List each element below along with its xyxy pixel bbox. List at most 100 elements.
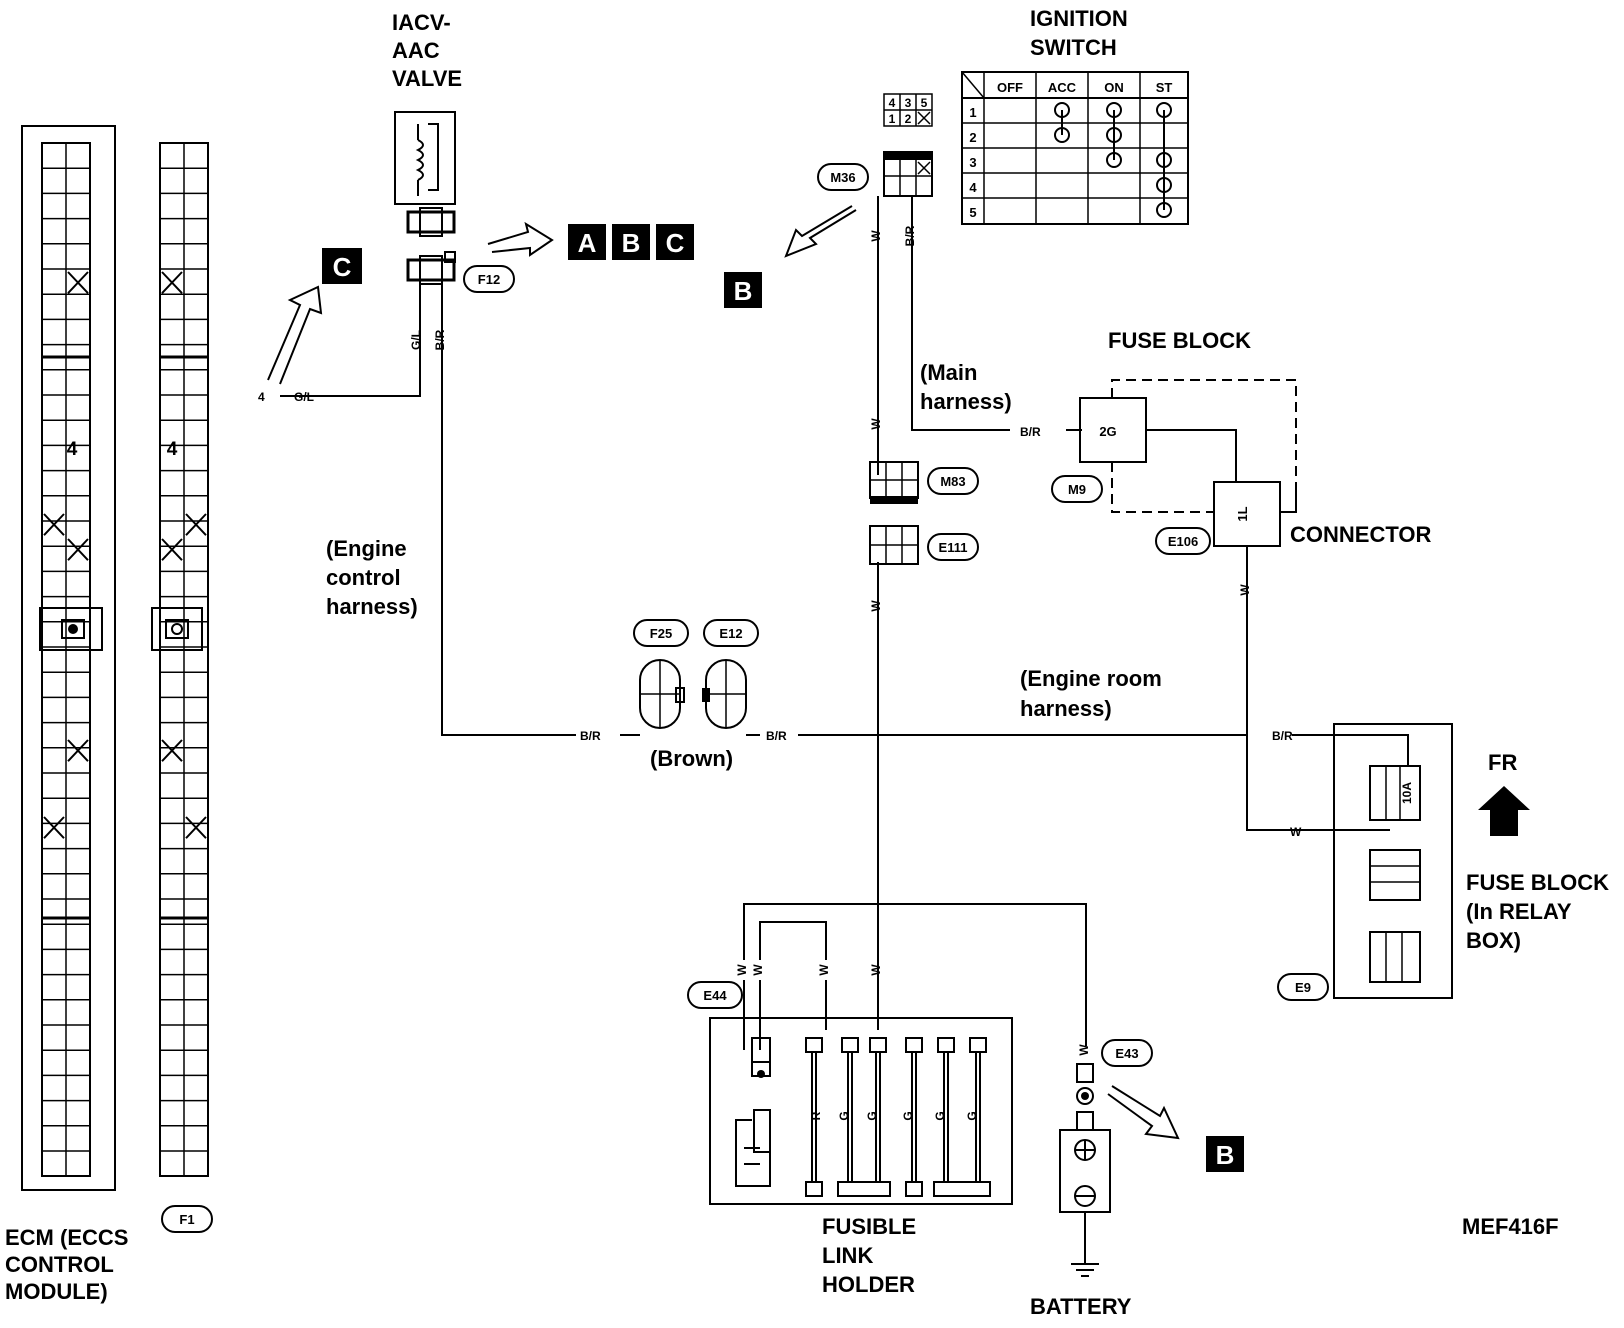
e9-tag: E9 xyxy=(1295,980,1311,995)
fusible-link-g2 xyxy=(869,1037,887,1183)
iacv-label-line2: AAC xyxy=(392,38,440,63)
iacv-br-label: B/R xyxy=(433,329,447,350)
engine-room-harness-line2: harness) xyxy=(1020,696,1112,721)
e12-br-label: B/R xyxy=(766,729,787,743)
ecm-gl-label: G/L xyxy=(294,390,314,404)
relay-fuse-block-line1: FUSE BLOCK xyxy=(1466,870,1609,895)
f12-tag: F12 xyxy=(478,272,500,287)
figure-code: MEF416F xyxy=(1462,1214,1559,1239)
f25-e12-connectors: F25 E12 (Brown) B/R B/R (Engine room har… xyxy=(620,619,1409,771)
brown-label: (Brown) xyxy=(650,746,733,771)
ref-c: C xyxy=(666,228,685,258)
e44-tag: E44 xyxy=(703,988,727,1003)
iacv-aac-valve: IACV- AAC VALVE F12 xyxy=(392,10,515,293)
fusible-link-label-line1: FUSIBLE xyxy=(822,1214,916,1239)
fusible-link-label-line2: LINK xyxy=(822,1243,873,1268)
f25-tag: F25 xyxy=(650,626,672,641)
fl-g-label-3: G xyxy=(901,1111,915,1120)
main-w-label-2: W xyxy=(869,600,883,612)
e12-tag: E12 xyxy=(719,626,742,641)
fl-r-label: R xyxy=(809,1111,823,1120)
main-harness-line1: (Main xyxy=(920,360,977,385)
ref-b-bottom: B xyxy=(1216,1140,1235,1170)
f1-pin-grid xyxy=(159,142,209,1177)
m36-pin-2: 2 xyxy=(905,112,912,126)
m83-tag: M83 xyxy=(940,474,965,489)
main-w-label-1: W xyxy=(869,418,883,430)
iacv-label-line3: VALVE xyxy=(392,66,462,91)
ign-row-1: 1 xyxy=(969,105,976,120)
m36-pin-1: 1 xyxy=(889,112,896,126)
relay-fuse-block-line2: (In RELAY xyxy=(1466,899,1572,924)
m36-pin-3: 3 xyxy=(905,96,912,110)
fl-w-label-1: W xyxy=(735,964,749,976)
ecm-label-line3: MODULE) xyxy=(5,1279,108,1304)
ecm-unit: 4 ECM (ECCS CONTROL MODULE) xyxy=(5,125,128,1304)
ign-row-5: 5 xyxy=(969,205,976,220)
m9-tag: M9 xyxy=(1068,482,1086,497)
fl-g-label-4: G xyxy=(933,1111,947,1120)
ignition-br-wire: B/R B/R (Main harness) xyxy=(903,196,1082,439)
ign-col-off: OFF xyxy=(997,80,1023,95)
e111-tag: E111 xyxy=(939,540,968,555)
m36-tag: M36 xyxy=(830,170,855,185)
f1-connector: 4 F1 xyxy=(151,142,213,1233)
ecm-label-line1: ECM (ECCS xyxy=(5,1225,128,1250)
fusible-link-holder: W W W W E44 R G G G xyxy=(687,903,1087,1297)
e106-tag: E106 xyxy=(1168,534,1198,549)
main-w-wire: W W W M83 E111 xyxy=(869,196,979,1018)
connector-label: CONNECTOR xyxy=(1290,522,1431,547)
f1-pin-number: 4 xyxy=(167,439,178,460)
ignition-switch: IGNITION SWITCH OFF ACC ON ST 1 2 3 4 5 xyxy=(961,6,1189,225)
ignition-label-line1: IGNITION xyxy=(1030,6,1128,31)
fusible-link-g1 xyxy=(841,1037,859,1183)
fuse-block-label: FUSE BLOCK xyxy=(1108,328,1251,353)
fusible-link-g5 xyxy=(969,1037,987,1183)
ref-c-left: C xyxy=(333,252,352,282)
fusible-link-g3 xyxy=(905,1037,923,1197)
connector-w-label: W xyxy=(1238,584,1252,596)
fusible-link-g4 xyxy=(937,1037,955,1183)
f25-br-label: B/R xyxy=(580,729,601,743)
fusible-link-label-line3: HOLDER xyxy=(822,1272,915,1297)
ecm-pin-grid xyxy=(41,142,91,1177)
fuse-block: FUSE BLOCK 2G 1L CONNECTOR M9 E106 W W xyxy=(1051,328,1431,839)
ign-col-on: ON xyxy=(1104,80,1124,95)
reference-markers: C A B C B B xyxy=(267,205,1244,1172)
iacv-label-line1: IACV- xyxy=(392,10,451,35)
engine-control-harness-line3: harness) xyxy=(326,594,418,619)
fl-g-label-2: G xyxy=(865,1111,879,1120)
ign-row-2: 2 xyxy=(969,130,976,145)
f1-tag: F1 xyxy=(179,1212,194,1227)
ref-a: A xyxy=(578,228,597,258)
ecm-label-line2: CONTROL xyxy=(5,1252,114,1277)
fl-w-label-2: W xyxy=(751,964,765,976)
relay-fuse-block-line3: BOX) xyxy=(1466,928,1521,953)
battery-w-label: W xyxy=(1077,1044,1091,1056)
ign-row-3: 3 xyxy=(969,155,976,170)
m36-connector: 4 3 5 1 2 M36 xyxy=(817,93,933,197)
ref-b-top: B xyxy=(734,276,753,306)
relay-box-fuse-block: 10A E9 FUSE BLOCK (In RELAY BOX) xyxy=(1277,723,1609,1001)
ecm-pin4-label: 4 xyxy=(258,390,265,404)
m36-pin-4: 4 xyxy=(889,96,896,110)
relay-w-label: W xyxy=(1290,825,1302,839)
m36-w-label: W xyxy=(869,230,883,242)
iacv-wiring: G/L B/R 4 G/L B/R (Engine control harnes… xyxy=(258,284,601,743)
battery-label: BATTERY xyxy=(1030,1294,1132,1319)
iacv-gl-label: G/L xyxy=(409,330,423,350)
battery: W E43 BATTERY xyxy=(1030,1039,1153,1319)
engine-control-harness-line1: (Engine xyxy=(326,536,407,561)
pin-1l-label: 1L xyxy=(1235,506,1250,521)
fuse-10a-label: 10A xyxy=(1400,782,1414,804)
ref-b: B xyxy=(622,228,641,258)
pin-2g-label: 2G xyxy=(1099,424,1116,439)
fuse-br-label: B/R xyxy=(1020,425,1041,439)
fl-w-label-3: W xyxy=(817,964,831,976)
relay-br-label: B/R xyxy=(1272,729,1293,743)
fl-g-label-5: G xyxy=(965,1111,979,1120)
fl-w-label-4: W xyxy=(869,964,883,976)
e43-tag: E43 xyxy=(1115,1046,1138,1061)
ignition-label-line2: SWITCH xyxy=(1030,35,1117,60)
fl-g-label-1: G xyxy=(837,1111,851,1120)
